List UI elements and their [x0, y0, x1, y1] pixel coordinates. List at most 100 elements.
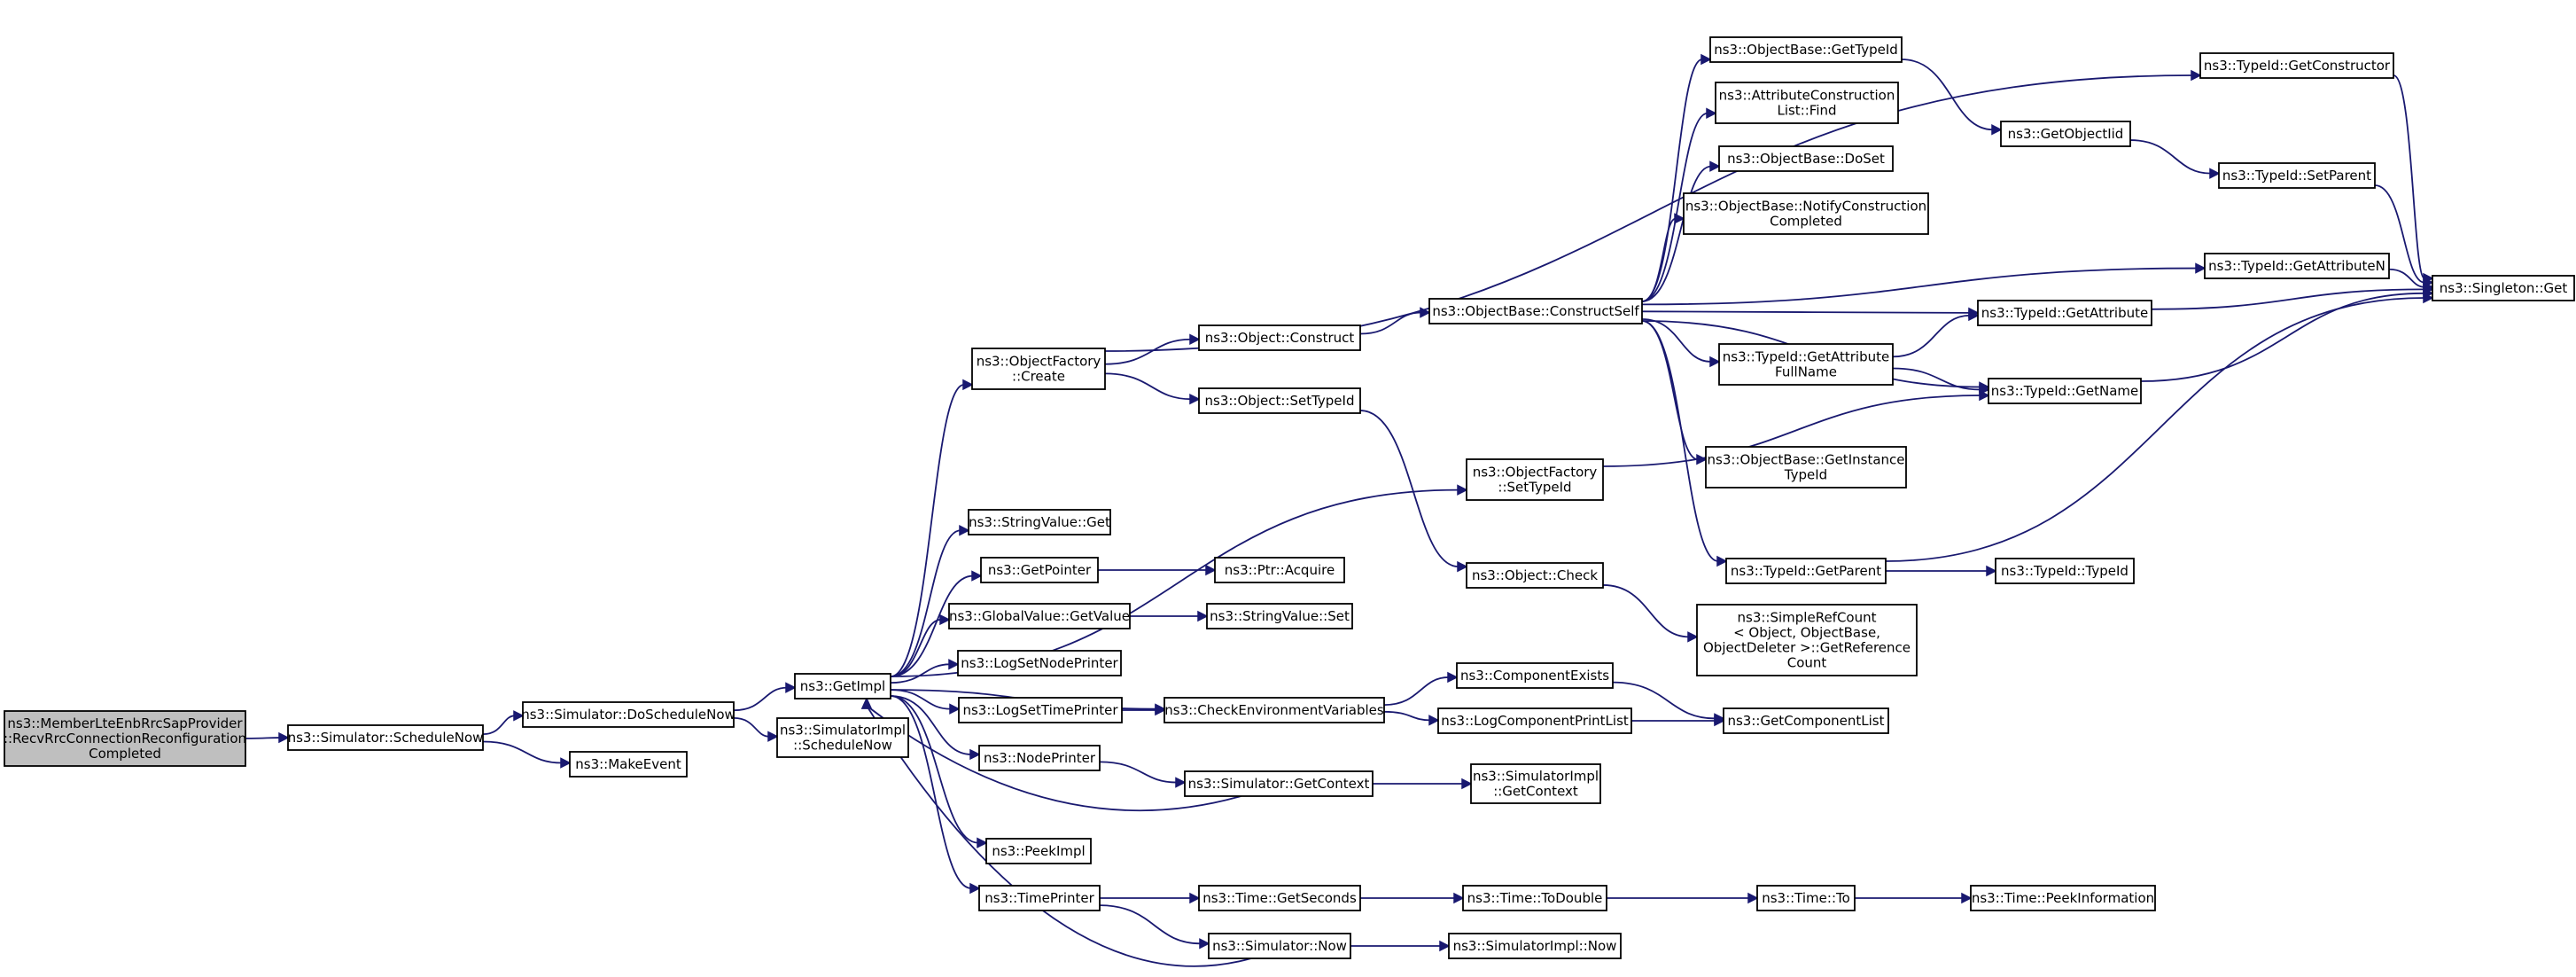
call-edge	[2129, 139, 2212, 175]
function-node-stringvalue-get[interactable]: ns3::StringValue::Get	[968, 509, 1111, 535]
node-box	[1709, 36, 1903, 63]
node-label: ns3::TypeId::GetParent	[1731, 563, 1881, 579]
node-label: ::GetContext	[1493, 784, 1578, 800]
node-label: ObjectDeleter >::GetReference	[1703, 640, 1911, 656]
node-box	[1198, 387, 1361, 414]
node-box	[1163, 697, 1385, 723]
node-box	[2432, 275, 2575, 301]
function-node-typeid-setparent[interactable]: ns3::TypeId::SetParent	[2218, 162, 2376, 189]
call-edge	[482, 740, 563, 764]
node-box	[1470, 763, 1601, 804]
node-label: ns3::GetImpl	[800, 678, 885, 694]
arrow-head	[1420, 307, 1431, 318]
call-edge	[1641, 320, 1699, 461]
arrow-head	[1199, 938, 1210, 950]
function-node-get-pointer[interactable]: ns3::GetPointer	[980, 557, 1099, 583]
call-edge	[1602, 395, 1981, 467]
function-node-objectbase-constructself[interactable]: ns3::ObjectBase::ConstructSelf	[1428, 298, 1643, 324]
node-label: ns3::GlobalValue::GetValue	[949, 608, 1130, 624]
node-label: ns3::Object::Construct	[1205, 330, 1355, 346]
node-box	[522, 701, 735, 728]
function-node-simple-ref-count[interactable]: ns3::SimpleRefCount< Object, ObjectBase,…	[1696, 604, 1918, 676]
function-node-sim-schedule-now[interactable]: ns3::Simulator::ScheduleNow	[287, 724, 484, 751]
node-box	[1428, 298, 1643, 324]
call-edge	[1641, 59, 1703, 302]
function-node-log-set-time-printer[interactable]: ns3::LogSetTimePrinter	[958, 697, 1123, 723]
function-node-sim-do-schedule-now[interactable]: ns3::Simulator::DoScheduleNow	[521, 701, 735, 728]
function-node-singleton-get[interactable]: ns3::Singleton::Get	[2432, 275, 2575, 301]
node-box	[1466, 562, 1604, 589]
node-label: ns3::GetObjectIid	[2008, 126, 2124, 142]
node-label: ns3::Time::ToDouble	[1467, 890, 1603, 906]
function-node-simimpl-now[interactable]: ns3::SimulatorImpl::Now	[1448, 933, 1622, 959]
node-label: ::ScheduleNow	[793, 738, 892, 754]
function-node-log-component-print-list[interactable]: ns3::LogComponentPrintList	[1437, 707, 1632, 734]
function-node-time-to[interactable]: ns3::Time::To	[1756, 885, 1856, 911]
function-node-typeid-getparent[interactable]: ns3::TypeId::GetParent	[1725, 558, 1887, 584]
call-edge	[866, 705, 1241, 812]
function-node-log-set-node-printer[interactable]: ns3::LogSetNodePrinter	[957, 650, 1122, 676]
node-label: ns3::StringValue::Set	[1210, 608, 1350, 624]
node-box	[1437, 707, 1632, 734]
function-node-sim-now[interactable]: ns3::Simulator::Now	[1208, 933, 1351, 959]
function-node-node-printer[interactable]: ns3::NodePrinter	[978, 745, 1101, 771]
node-box	[1756, 885, 1856, 911]
node-label: < Object, ObjectBase,	[1733, 625, 1880, 641]
function-node-get-component-list[interactable]: ns3::GetComponentList	[1723, 707, 1889, 734]
function-node-typeid-typeid[interactable]: ns3::TypeId::TypeId	[1995, 558, 2135, 584]
function-node-sim-get-context[interactable]: ns3::Simulator::GetContext	[1184, 770, 1374, 797]
call-edge	[733, 686, 788, 712]
node-box	[1988, 378, 2142, 404]
function-node-get-object-iid[interactable]: ns3::GetObjectIid	[2000, 121, 2131, 147]
function-node-root[interactable]: ns3::MemberLteEnbRrcSapProvider::RecvRrc…	[4, 710, 246, 767]
call-edge	[1641, 320, 1719, 562]
function-node-object-construct[interactable]: ns3::Object::Construct	[1198, 324, 1361, 351]
function-node-stringvalue-set[interactable]: ns3::StringValue::Set	[1206, 603, 1353, 629]
node-label: ns3::ObjectBase::DoSet	[1727, 151, 1885, 167]
function-node-peek-impl[interactable]: ns3::PeekImpl	[985, 838, 1092, 864]
function-node-simimpl-schedule-now[interactable]: ns3::SimulatorImpl::ScheduleNow	[776, 717, 909, 758]
arrow-head	[1447, 671, 1459, 684]
node-box	[2199, 52, 2394, 79]
call-edge	[2374, 184, 2425, 284]
function-node-time-get-seconds[interactable]: ns3::Time::GetSeconds	[1198, 885, 1361, 911]
function-node-typeid-getattribute[interactable]: ns3::TypeId::GetAttribute	[1977, 300, 2152, 326]
function-node-check-env-vars[interactable]: ns3::CheckEnvironmentVariables	[1163, 697, 1385, 723]
function-node-get-impl[interactable]: ns3::GetImpl	[794, 673, 891, 700]
node-box	[1466, 458, 1604, 501]
function-node-typeid-getattributen[interactable]: ns3::TypeId::GetAttributeN	[2204, 253, 2390, 279]
function-node-simimpl-get-context[interactable]: ns3::SimulatorImpl::GetContext	[1470, 763, 1601, 804]
function-node-objfactory-settypeid[interactable]: ns3::ObjectFactory::SetTypeId	[1466, 458, 1604, 501]
function-node-objectbase-notify[interactable]: ns3::ObjectBase::NotifyConstructionCompl…	[1683, 192, 1929, 235]
node-label: ns3::TypeId::TypeId	[2001, 563, 2129, 579]
arrow-head	[1189, 892, 1201, 904]
function-node-object-settypeid[interactable]: ns3::Object::SetTypeId	[1198, 387, 1361, 414]
function-node-typeid-getname[interactable]: ns3::TypeId::GetName	[1988, 378, 2142, 404]
node-label: ns3::AttributeConstruction	[1719, 88, 1895, 104]
arrow-head	[278, 731, 290, 744]
node-box	[2000, 121, 2131, 147]
function-node-make-event[interactable]: ns3::MakeEvent	[569, 751, 688, 778]
function-node-time-todouble[interactable]: ns3::Time::ToDouble	[1462, 885, 1607, 911]
function-node-typeid-getconstructor[interactable]: ns3::TypeId::GetConstructor	[2199, 52, 2394, 79]
arrow-head	[949, 703, 961, 715]
node-label: ns3::GetPointer	[988, 562, 1092, 578]
function-node-ptr-acquire[interactable]: ns3::Ptr::Acquire	[1214, 557, 1345, 583]
function-node-component-exists[interactable]: ns3::ComponentExists	[1456, 662, 1614, 689]
function-node-objectbase-doset[interactable]: ns3::ObjectBase::DoSet	[1718, 145, 1894, 172]
function-node-globalvalue-getvalue[interactable]: ns3::GlobalValue::GetValue	[948, 603, 1131, 629]
function-node-objfactory-create[interactable]: ns3::ObjectFactory::Create	[971, 348, 1106, 390]
node-box	[1970, 885, 2156, 911]
function-node-time-peekinformation[interactable]: ns3::Time::PeekInformation	[1970, 885, 2156, 911]
arrow-head	[1189, 393, 1201, 405]
arrow-head	[1428, 715, 1440, 726]
node-box	[569, 751, 688, 778]
function-node-object-check[interactable]: ns3::Object::Check	[1466, 562, 1604, 589]
call-edge	[1383, 710, 1431, 722]
function-node-objectbase-gettypeid[interactable]: ns3::ObjectBase::GetTypeId	[1709, 36, 1903, 63]
function-node-time-printer[interactable]: ns3::TimePrinter	[978, 885, 1101, 911]
node-label: ns3::Simulator::Now	[1212, 938, 1347, 954]
